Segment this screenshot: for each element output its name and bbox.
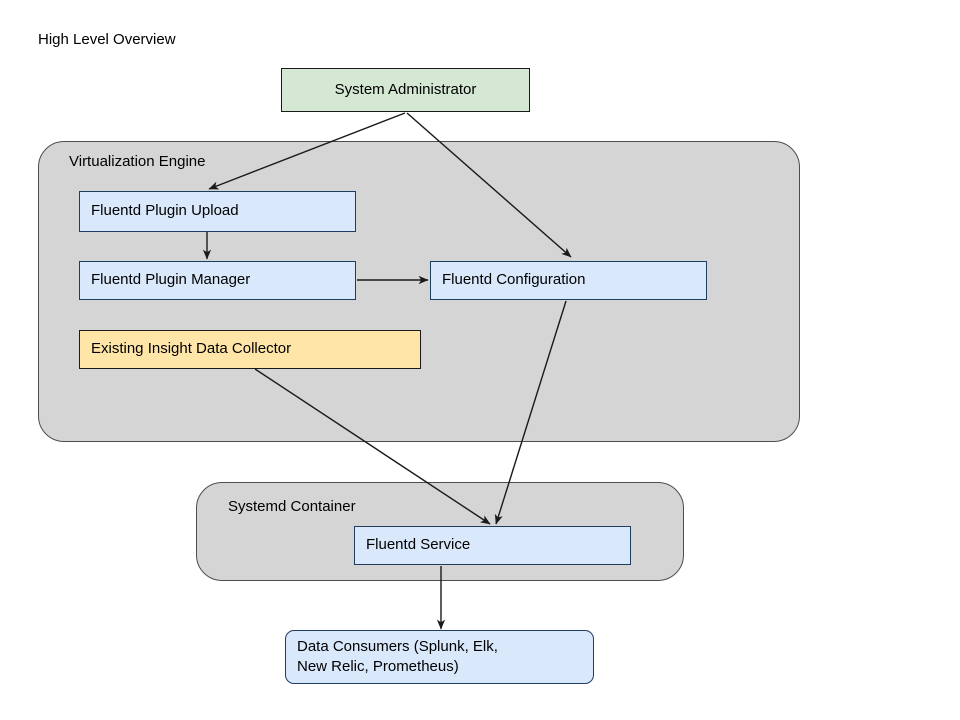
node-label-existing-insight-data-collector: Existing Insight Data Collector: [91, 340, 292, 358]
group-label-virtualization-engine: Virtualization Engine: [69, 153, 206, 170]
node-label-fluentd-service: Fluentd Service: [366, 536, 471, 554]
node-data-consumers[interactable]: Data Consumers (Splunk, Elk, New Relic, …: [285, 630, 594, 684]
node-label-data-consumers-line2: New Relic, Prometheus): [297, 658, 459, 675]
node-label-data-consumers-line1: Data Consumers (Splunk, Elk,: [297, 637, 498, 655]
node-fluentd-plugin-manager[interactable]: Fluentd Plugin Manager: [79, 261, 356, 300]
node-fluentd-plugin-upload[interactable]: Fluentd Plugin Upload: [79, 191, 356, 232]
node-label-fluentd-plugin-manager: Fluentd Plugin Manager: [91, 271, 251, 289]
node-fluentd-service[interactable]: Fluentd Service: [354, 526, 631, 565]
group-label-systemd-container: Systemd Container: [228, 498, 356, 515]
node-label-fluentd-plugin-upload: Fluentd Plugin Upload: [91, 202, 239, 220]
node-label-data-consumers: Data Consumers (Splunk, Elk, New Relic, …: [297, 637, 498, 678]
node-fluentd-configuration[interactable]: Fluentd Configuration: [430, 261, 707, 300]
node-system-administrator[interactable]: System Administrator: [281, 68, 530, 112]
page-title: High Level Overview: [38, 31, 176, 48]
node-label-fluentd-configuration: Fluentd Configuration: [442, 271, 586, 289]
node-label-system-administrator: System Administrator: [334, 80, 477, 98]
node-existing-insight-data-collector[interactable]: Existing Insight Data Collector: [79, 330, 421, 369]
